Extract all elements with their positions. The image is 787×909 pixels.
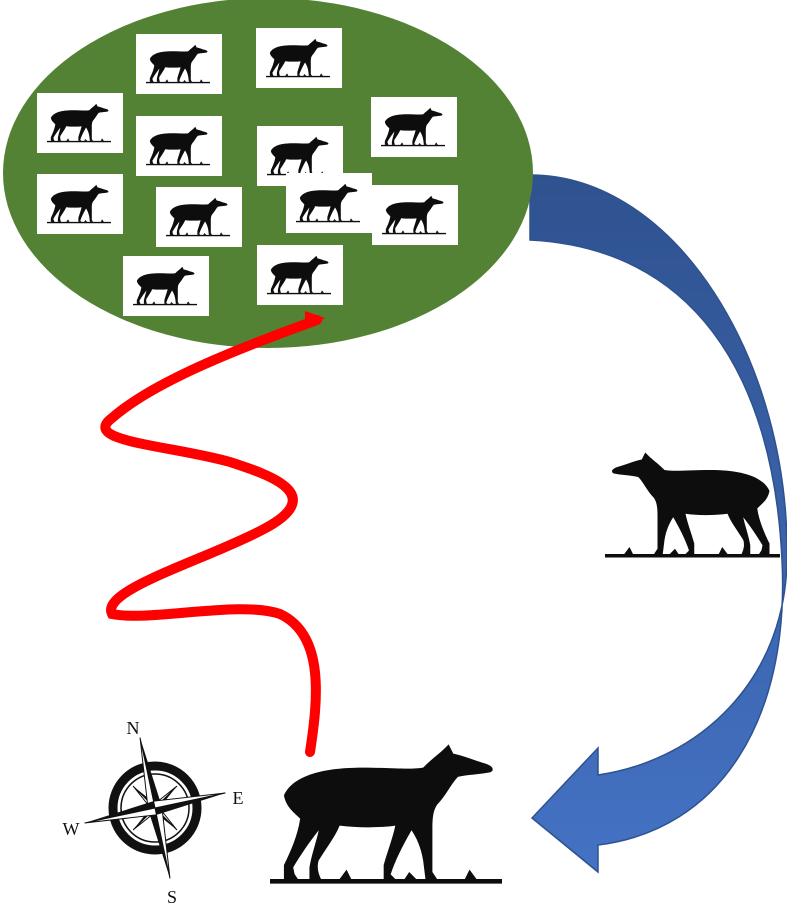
herd-group: [3, 0, 533, 348]
return-arrow: [529, 174, 787, 874]
wander-path-arrowhead: [305, 311, 325, 330]
compass-south-label: S: [167, 887, 177, 907]
compass-rose-icon: N E S W: [63, 718, 244, 907]
herd-member-tile: [136, 34, 222, 94]
deer-silhouette-icon: [270, 744, 502, 884]
compass-west-label: W: [63, 819, 80, 839]
compass-east-label: E: [233, 788, 244, 808]
wavy-path-icon: [100, 315, 322, 757]
returning-deer: [605, 452, 780, 558]
herd-member-tile: [37, 174, 123, 234]
herd-member-tile: [257, 245, 343, 305]
curved-arrow-icon: [529, 174, 787, 874]
herd-member-tile: [372, 185, 458, 245]
herd-member-tile: [286, 173, 372, 233]
herd-member-tile: [156, 187, 242, 247]
solitary-deer: [270, 744, 502, 884]
herd-member-tile: [136, 116, 222, 176]
herd-member-tile: [123, 256, 209, 316]
compass-north-label: N: [127, 718, 140, 738]
deer-silhouette-icon: [605, 452, 780, 558]
herd-member-tile: [256, 28, 342, 88]
herd-member-tile: [371, 97, 457, 157]
herd-members: [37, 28, 458, 316]
herd-member-tile: [37, 93, 123, 153]
